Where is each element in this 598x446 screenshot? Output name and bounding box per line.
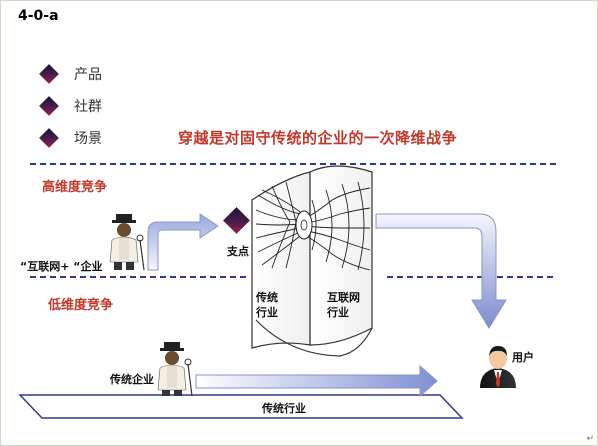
internet-company-label: “互联网+ “企业 [20, 260, 103, 273]
legend-item-product: 产品 [38, 63, 102, 85]
traditional-arrow [195, 364, 438, 398]
industry-walls [251, 165, 373, 357]
headline: 穿越是对固守传统的企业的一次降维战争 [178, 129, 458, 147]
traditional-company-label: 传统企业 [110, 373, 154, 386]
internet-company-figure [109, 214, 145, 271]
legend-label: 社群 [74, 99, 102, 115]
legend-item-community: 社群 [38, 95, 102, 117]
legend-item-scene: 场景 [38, 127, 102, 149]
diamond-icon [39, 64, 59, 84]
return-mark: ↵ [586, 434, 594, 444]
fulcrum-label: 支点 [227, 245, 249, 258]
legend-label: 场景 [74, 131, 102, 147]
traditional-industry-floor [18, 394, 464, 419]
rise-arrow [147, 213, 219, 271]
fulcrum-diamond [223, 207, 250, 234]
traditional-industry-floor-label: 传统行业 [262, 402, 306, 415]
diamond-icon [39, 128, 59, 148]
legend-label: 产品 [74, 67, 102, 83]
internet-industry-wall-label: 互联网 行业 [327, 291, 360, 319]
traditional-company-figure [157, 342, 193, 397]
diamond-icon [39, 96, 59, 116]
user-avatar [480, 346, 516, 388]
penetration-arrow [375, 213, 507, 329]
traditional-industry-wall-label: 传统 行业 [256, 291, 278, 319]
low-dimension-label: 低维度竞争 [48, 298, 114, 313]
user-label: 用户 [512, 351, 534, 364]
high-dimension-label: 高维度竞争 [42, 180, 108, 195]
slide-code: 4-0-a [18, 8, 59, 24]
